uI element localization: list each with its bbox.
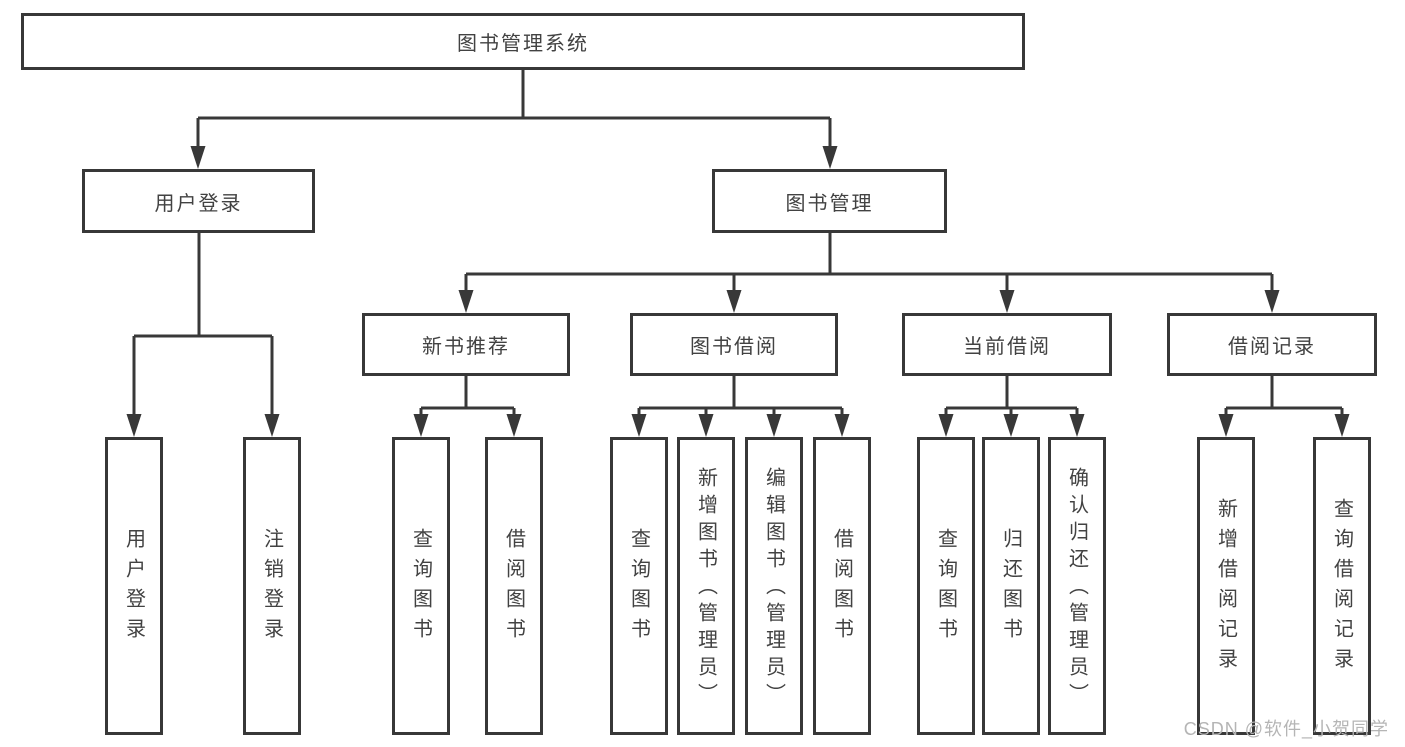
leaf-query-borrow-record: 查询借阅记录 bbox=[1313, 437, 1371, 735]
node-book-management: 图书管理 bbox=[712, 169, 947, 233]
leaf-query-books-current: 查询图书 bbox=[917, 437, 975, 735]
node-current-borrowing: 当前借阅 bbox=[902, 313, 1112, 376]
leaf-add-borrow-record: 新增借阅记录 bbox=[1197, 437, 1255, 735]
node-book-borrowing: 图书借阅 bbox=[630, 313, 838, 376]
leaf-edit-books-admin: 编辑图书（管理员） bbox=[745, 437, 803, 735]
leaf-logout: 注销登录 bbox=[243, 437, 301, 735]
leaf-add-books-admin: 新增图书（管理员） bbox=[677, 437, 735, 735]
leaf-borrow-books-recommend: 借阅图书 bbox=[485, 437, 543, 735]
leaf-query-books-recommend: 查询图书 bbox=[392, 437, 450, 735]
watermark: CSDN @软件_小贺同学 bbox=[1183, 719, 1389, 739]
node-user-login: 用户登录 bbox=[82, 169, 315, 233]
leaf-borrow-books: 借阅图书 bbox=[813, 437, 871, 735]
node-root-system: 图书管理系统 bbox=[21, 13, 1025, 70]
leaf-confirm-return-admin: 确认归还（管理员） bbox=[1048, 437, 1106, 735]
leaf-return-books: 归还图书 bbox=[982, 437, 1040, 735]
leaf-query-books-borrowing: 查询图书 bbox=[610, 437, 668, 735]
node-new-book-recommendation: 新书推荐 bbox=[362, 313, 570, 376]
leaf-user-login: 用户登录 bbox=[105, 437, 163, 735]
node-borrowing-records: 借阅记录 bbox=[1167, 313, 1377, 376]
